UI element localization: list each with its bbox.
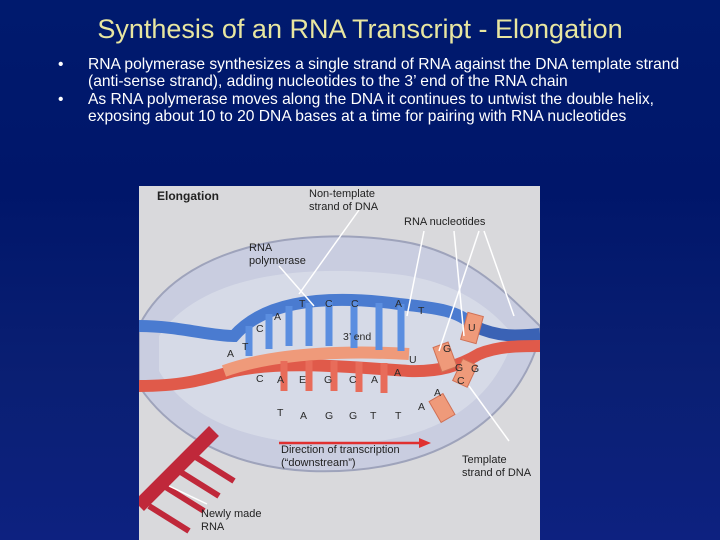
- base-letter: G: [443, 343, 451, 355]
- base-letter: U: [468, 322, 476, 334]
- base-rungs: [245, 301, 405, 356]
- base-letter: A: [300, 410, 307, 422]
- template-rungs: [280, 361, 388, 393]
- base-letter: T: [299, 298, 306, 310]
- base-letter: A: [434, 387, 441, 399]
- non-template-strand: [139, 293, 479, 343]
- newly-made-rna-label: Newly made RNA: [201, 508, 262, 533]
- base-letter: T: [395, 410, 402, 422]
- direction-label: Direction of transcription (“downstream”…: [281, 444, 400, 469]
- rna-polymerase-label: RNA polymerase: [249, 242, 306, 267]
- rna-strand: [221, 346, 410, 377]
- base-letter: U: [409, 354, 417, 366]
- template-strand: [139, 340, 540, 392]
- base-letter: G: [325, 410, 333, 422]
- newly-made-rna: [139, 426, 236, 534]
- base-letter: A: [395, 298, 402, 310]
- figure-heading: Elongation: [157, 189, 219, 203]
- bullet-text: As RNA polymerase moves along the DNA it…: [88, 91, 655, 125]
- base-letter: C: [351, 298, 359, 310]
- base-letter: T: [418, 305, 425, 317]
- base-letter: C: [325, 298, 333, 310]
- base-letter: A: [274, 311, 281, 323]
- base-letter: A: [371, 374, 378, 386]
- non-template-label: Non-template strand of DNA: [309, 188, 379, 213]
- dna-downstream-blue: [471, 320, 540, 342]
- base-letter: C: [256, 373, 264, 385]
- bullet-marker: •: [58, 56, 64, 73]
- bullet-item: • RNA polymerase synthesizes a single st…: [58, 56, 698, 90]
- direction-arrow-head: [419, 438, 431, 448]
- elongation-diagram: A T C T A C C A T C A E G C A A T A G G …: [139, 209, 540, 534]
- base-letter: A: [227, 348, 234, 360]
- elongation-figure: A T C T A C C A T C A E G C A A T A G G …: [139, 186, 540, 540]
- base-letter: G: [455, 362, 463, 374]
- template-label: Template strand of DNA: [462, 454, 532, 479]
- leader-lines: [168, 209, 515, 505]
- slide-title: Synthesis of an RNA Transcript - Elongat…: [97, 14, 623, 44]
- base-letter: A: [418, 401, 425, 413]
- base-letter: C: [457, 375, 465, 387]
- base-letter: G: [471, 363, 479, 375]
- base-letter: G: [324, 374, 332, 386]
- base-letter: T: [277, 407, 284, 419]
- rna-nucleotides-label: RNA nucleotides: [404, 216, 486, 228]
- base-letter: A: [277, 374, 284, 386]
- three-prime-end-label: 3’ end: [343, 331, 371, 343]
- base-letter: C: [256, 323, 264, 335]
- bullet-marker: •: [58, 91, 64, 109]
- base-letters: A T C T A C C A T C A E G C A A T A G G …: [227, 298, 479, 422]
- base-letter: A: [394, 367, 401, 379]
- base-letter: T: [370, 410, 377, 422]
- base-letter: T: [242, 341, 249, 353]
- base-letter: C: [349, 374, 357, 386]
- bullet-list: • RNA polymerase synthesizes a single st…: [58, 56, 698, 127]
- base-letter: G: [349, 410, 357, 422]
- bullet-item: • As RNA polymerase moves along the DNA …: [58, 91, 698, 125]
- bullet-text: RNA polymerase synthesizes a single stra…: [88, 56, 680, 90]
- base-letter: E: [299, 374, 306, 386]
